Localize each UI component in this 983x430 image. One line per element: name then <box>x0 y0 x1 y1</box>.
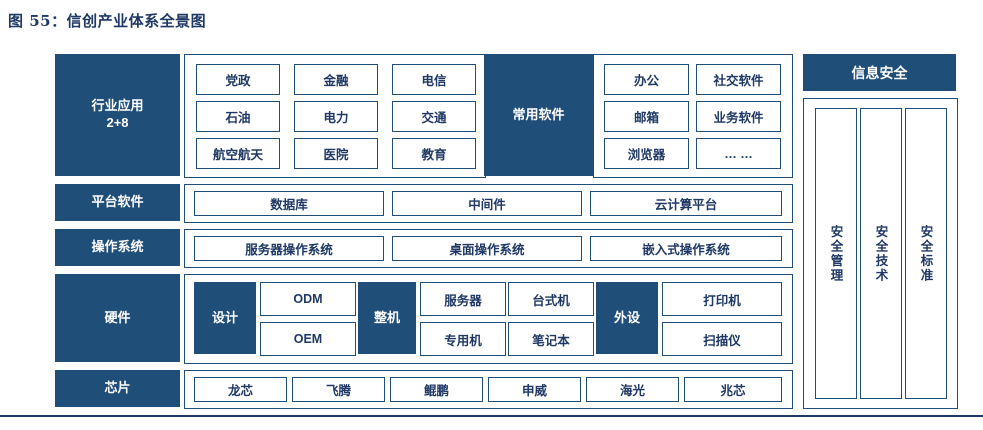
common-software-item-3[interactable]: 业务软件 <box>696 101 781 132</box>
row-label-industry-line2: 2+8 <box>106 115 129 130</box>
row-label-platform: 平台软件 <box>55 184 180 221</box>
platform-item-1[interactable]: 中间件 <box>392 191 582 216</box>
hardware-design-item-1[interactable]: OEM <box>260 322 356 356</box>
diagram-canvas: 行业应用 2+8 党政 金融 电信 石油 电力 交通 航空航天 医院 教育 常用… <box>55 44 960 414</box>
common-software-item-1[interactable]: 社交软件 <box>696 64 781 95</box>
hardware-peripheral-label: 外设 <box>596 282 658 354</box>
row-label-os: 操作系统 <box>55 229 180 266</box>
security-column-1[interactable]: 安全技术 <box>860 108 902 399</box>
app-box-0[interactable]: 党政 <box>196 64 280 95</box>
hardware-whole-machine-item-1[interactable]: 台式机 <box>508 282 594 316</box>
platform-item-0[interactable]: 数据库 <box>194 191 384 216</box>
common-software-item-5[interactable]: … … <box>696 138 781 169</box>
security-column-0[interactable]: 安全管理 <box>815 108 857 399</box>
app-box-4[interactable]: 电力 <box>294 101 378 132</box>
chip-item-4[interactable]: 海光 <box>586 377 679 402</box>
row-label-industry-line1: 行业应用 <box>91 98 144 114</box>
hardware-design-label: 设计 <box>194 282 256 354</box>
platform-item-2[interactable]: 云计算平台 <box>590 191 782 216</box>
security-column-2[interactable]: 安全标准 <box>905 108 947 399</box>
app-box-1[interactable]: 金融 <box>294 64 378 95</box>
os-item-1[interactable]: 桌面操作系统 <box>392 236 582 261</box>
chip-item-5[interactable]: 兆芯 <box>684 377 782 402</box>
hardware-whole-machine-label: 整机 <box>358 282 416 354</box>
os-item-2[interactable]: 嵌入式操作系统 <box>590 236 782 261</box>
hardware-design-item-0[interactable]: ODM <box>260 282 356 316</box>
common-software-label: 常用软件 <box>484 54 593 176</box>
app-box-5[interactable]: 交通 <box>392 101 476 132</box>
os-item-0[interactable]: 服务器操作系统 <box>194 236 384 261</box>
hardware-peripheral-item-1[interactable]: 扫描仪 <box>662 322 782 356</box>
app-box-3[interactable]: 石油 <box>196 101 280 132</box>
figure-title: 图 55：信创产业体系全景图 <box>8 12 207 30</box>
hardware-whole-machine-item-3[interactable]: 笔记本 <box>508 322 594 356</box>
app-box-6[interactable]: 航空航天 <box>196 138 280 169</box>
hardware-peripheral-item-0[interactable]: 打印机 <box>662 282 782 316</box>
row-label-hardware: 硬件 <box>55 274 180 362</box>
bottom-rule <box>0 415 983 417</box>
chip-item-3[interactable]: 申威 <box>488 377 581 402</box>
chip-item-1[interactable]: 飞腾 <box>292 377 385 402</box>
hardware-whole-machine-item-0[interactable]: 服务器 <box>420 282 506 316</box>
app-box-7[interactable]: 医院 <box>294 138 378 169</box>
security-header: 信息安全 <box>803 54 956 91</box>
row-label-industry: 行业应用 2+8 <box>55 54 180 176</box>
common-software-item-2[interactable]: 邮箱 <box>604 101 689 132</box>
hardware-whole-machine-item-2[interactable]: 专用机 <box>420 322 506 356</box>
app-box-8[interactable]: 教育 <box>392 138 476 169</box>
app-box-2[interactable]: 电信 <box>392 64 476 95</box>
common-software-item-0[interactable]: 办公 <box>604 64 689 95</box>
chip-item-2[interactable]: 鲲鹏 <box>390 377 483 402</box>
row-label-chip: 芯片 <box>55 370 180 407</box>
chip-item-0[interactable]: 龙芯 <box>194 377 287 402</box>
common-software-item-4[interactable]: 浏览器 <box>604 138 689 169</box>
